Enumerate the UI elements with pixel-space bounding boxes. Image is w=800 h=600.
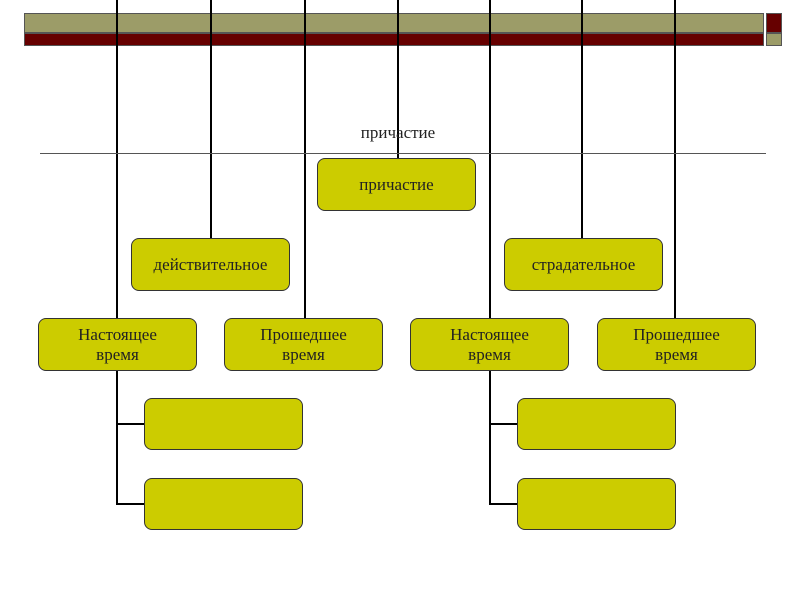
connector	[674, 0, 676, 318]
box-label: Настоящее	[78, 324, 157, 344]
connector	[581, 0, 583, 238]
box-label: Прошедшее	[633, 324, 720, 344]
box-label: время	[96, 344, 139, 364]
header-bar-olive	[24, 13, 764, 33]
box-label: время	[468, 344, 511, 364]
root-box: причастие	[317, 158, 476, 211]
category-label: страдательное	[531, 254, 636, 274]
empty-box	[517, 398, 676, 450]
empty-box	[144, 478, 303, 530]
connector	[489, 503, 517, 505]
box-label: Прошедшее	[260, 324, 347, 344]
corner-square-olive	[766, 33, 782, 46]
connector	[116, 503, 144, 505]
connector	[116, 0, 118, 504]
connector	[210, 0, 212, 238]
connector	[116, 423, 144, 425]
category-active: действительное	[131, 238, 290, 291]
slide-title: причастие	[360, 123, 436, 142]
category-passive: страдательное	[504, 238, 663, 291]
root-label: причастие	[359, 174, 434, 194]
box-label: Настоящее	[450, 324, 529, 344]
connector	[489, 0, 491, 504]
connector	[489, 423, 517, 425]
connector	[397, 0, 399, 158]
corner-square-red	[766, 13, 782, 33]
box-label: время	[655, 344, 698, 364]
title-underline	[40, 153, 766, 154]
box-label: время	[282, 344, 325, 364]
connector	[304, 0, 306, 318]
empty-box	[144, 398, 303, 450]
header-bar-red	[24, 33, 764, 46]
category-label: действительное	[153, 254, 268, 274]
empty-box	[517, 478, 676, 530]
